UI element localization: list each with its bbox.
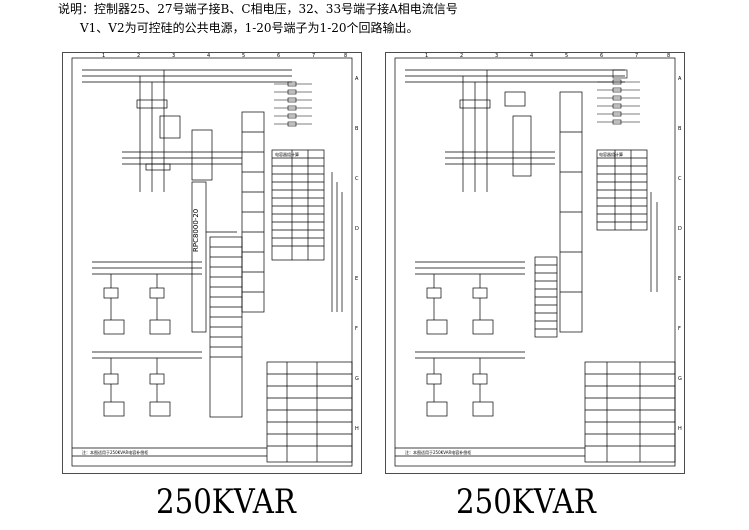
schematic-drawing-left: 1 2 3 4 5 6 7 8 A B C D E F G H xyxy=(62,52,362,474)
border-row-marker: F xyxy=(678,326,681,332)
border-column-marker: 4 xyxy=(207,53,210,59)
border-row-marker: H xyxy=(355,426,359,432)
border-column-marker: 1 xyxy=(425,53,428,59)
note-line-2: V1、V2为可控硅的公共电源，1-20号端子为1-20个回路输出。 xyxy=(80,21,419,35)
border-column-marker: 7 xyxy=(312,53,315,59)
border-column-marker: 2 xyxy=(460,53,463,59)
border-column-marker: 8 xyxy=(344,53,347,59)
border-row-marker: D xyxy=(678,226,682,232)
border-column-marker: 8 xyxy=(667,53,670,59)
caption-left: 250KVAR xyxy=(156,482,296,522)
border-column-marker: 4 xyxy=(530,53,533,59)
table-title-right: 电容器组计算 xyxy=(599,151,623,157)
schematic-sheet-right: 1 2 3 4 5 6 7 8 A B C D E F G H xyxy=(385,52,685,474)
border-column-marker: 3 xyxy=(495,53,498,59)
table-title-left: 电容器组计算 xyxy=(275,151,299,157)
caption-right: 250KVAR xyxy=(456,482,596,522)
border-row-marker: E xyxy=(355,276,358,282)
border-column-marker: 2 xyxy=(137,53,140,59)
border-column-marker: 6 xyxy=(600,53,603,59)
note-line-1: 说明：控制器25、27号端子接B、C相电压，32、33号端子接A相电流信号 xyxy=(58,2,458,16)
border-column-marker: 5 xyxy=(565,53,568,59)
border-column-marker: 5 xyxy=(242,53,245,59)
border-row-marker: C xyxy=(355,176,359,182)
border-row-marker: D xyxy=(355,226,359,232)
border-row-marker: B xyxy=(355,126,359,132)
border-row-marker: H xyxy=(678,426,682,432)
border-column-marker: 7 xyxy=(635,53,638,59)
border-column-marker: 1 xyxy=(102,53,105,59)
border-column-marker: 6 xyxy=(277,53,280,59)
border-row-marker: E xyxy=(678,276,681,282)
border-row-marker: C xyxy=(678,176,682,182)
footer-note-left: 注：本图适用于250KVAR电容补偿柜 xyxy=(82,449,148,455)
border-row-marker: A xyxy=(678,76,682,82)
schematic-drawing-right: 1 2 3 4 5 6 7 8 A B C D E F G H xyxy=(385,52,685,474)
border-row-marker: G xyxy=(355,376,359,382)
controller-label: RPC8000-20 xyxy=(192,209,200,252)
border-row-marker: G xyxy=(678,376,682,382)
schematic-sheet-left: 1 2 3 4 5 6 7 8 A B C D E F G H xyxy=(62,52,362,474)
border-row-marker: A xyxy=(355,76,359,82)
footer-note-right: 注：本图适用于250KVAR电容补偿柜 xyxy=(405,449,471,455)
border-row-marker: F xyxy=(355,326,358,332)
border-column-marker: 3 xyxy=(172,53,175,59)
border-row-marker: B xyxy=(678,126,682,132)
